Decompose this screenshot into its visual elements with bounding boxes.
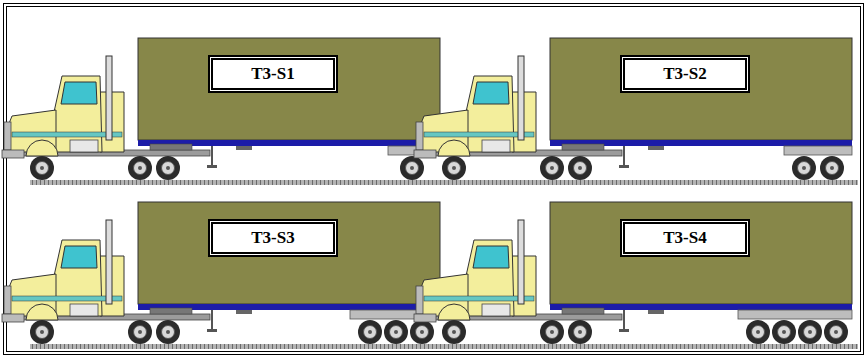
truck-t3-s2 — [414, 38, 858, 185]
label-box: T3-S2 — [620, 55, 750, 93]
label-box: T3-S4 — [620, 219, 750, 257]
label-text: T3-S1 — [251, 64, 294, 84]
label-box: T3-S1 — [208, 55, 338, 93]
label-text: T3-S3 — [251, 228, 294, 248]
truck-t3-s4 — [414, 202, 858, 349]
truck-t3-s3 — [2, 202, 446, 349]
label-box: T3-S3 — [208, 219, 338, 257]
label-text: T3-S4 — [663, 228, 706, 248]
truck-t3-s1 — [2, 38, 446, 185]
label-text: T3-S2 — [663, 64, 706, 84]
